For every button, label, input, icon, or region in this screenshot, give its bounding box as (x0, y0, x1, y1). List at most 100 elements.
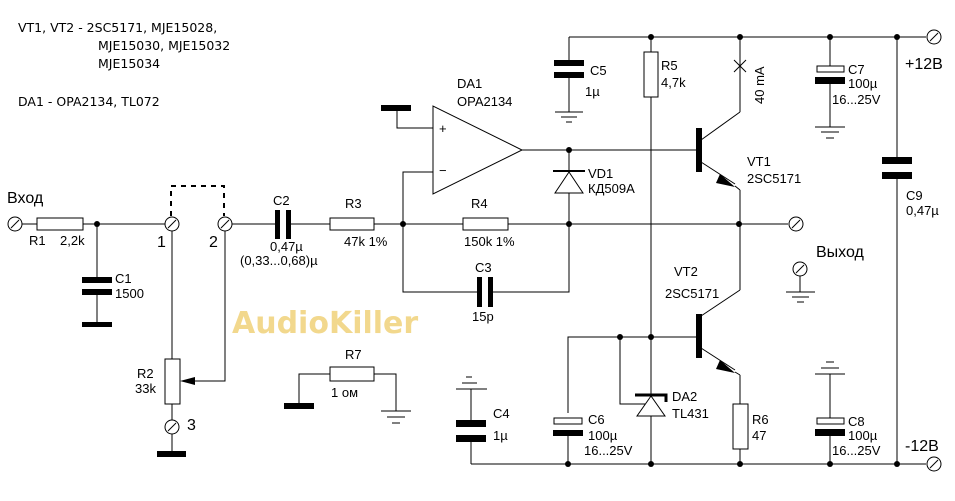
da2-value: TL431 (672, 406, 709, 421)
c2-ref: C2 (273, 193, 290, 208)
note-opamp: DA1 - OPA2134, TL072 (18, 94, 160, 109)
r2-ref: R2 (137, 366, 154, 381)
capacitor-c8-plus (816, 417, 845, 425)
r6-value: 47 (752, 428, 766, 443)
resistor-r1 (36, 217, 84, 231)
vt1-emitter-arrow-icon (716, 174, 735, 187)
capacitor-c2-plate2 (286, 210, 291, 239)
capacitor-c1-plate (82, 277, 112, 283)
capacitor-c6-minus (553, 430, 583, 436)
pin2-label: 2 (209, 234, 218, 251)
current-measure-cross-icon (733, 59, 747, 73)
capacitor-c3-plate2 (488, 277, 493, 307)
wiper-arrow-icon (180, 377, 195, 385)
plus-supply-terminal[interactable] (926, 29, 942, 45)
capacitor-c9-plate2 (882, 172, 912, 179)
vt2-ref: VT2 (674, 264, 698, 279)
resistor-r3 (329, 217, 375, 231)
r7-value: 1 ом (331, 385, 358, 400)
resistor-r5 (643, 51, 659, 98)
c3-ref: C3 (475, 260, 492, 275)
c3-value: 15p (472, 309, 494, 324)
vt1-value: 2SC5171 (747, 171, 801, 186)
c7-value: 100µ (848, 76, 878, 91)
capacitor-c8-minus (815, 429, 845, 436)
resistor-r6 (732, 403, 749, 450)
transistor-vt1-base (696, 128, 702, 172)
ground-output-icon (786, 291, 815, 303)
capacitor-c2-plate (275, 210, 280, 239)
c8-ref: C8 (848, 414, 865, 429)
ground-pin3 (157, 451, 186, 457)
potentiometer-r2 (164, 358, 181, 405)
c5-ref: C5 (590, 63, 607, 78)
c9-value: 0,47µ (906, 203, 939, 218)
terminal-1[interactable] (164, 216, 180, 232)
vd1-value: КД509А (588, 181, 635, 196)
capacitor-c7-plus (816, 65, 845, 73)
jumper-wire (170, 185, 225, 216)
note-transistors-1: VT1, VT2 - 2SC5171, MJE15028, (18, 20, 217, 35)
output-terminal[interactable] (788, 216, 804, 232)
capacitor-c9-plate (882, 157, 912, 164)
ground-c4-icon (456, 376, 487, 390)
terminal-3[interactable] (164, 419, 180, 435)
pin3-label: 3 (187, 417, 196, 434)
r5-value: 4,7k (661, 75, 686, 90)
resistor-r7 (329, 366, 375, 382)
vd1-ref: VD1 (588, 166, 613, 181)
watermark: AudioKiller (232, 306, 418, 341)
resistor-r4 (462, 217, 509, 231)
c6-value: 100µ (588, 428, 618, 443)
c1-ref: C1 (115, 271, 132, 286)
da1-ref: DA1 (457, 76, 482, 91)
c2-value: 0,47µ (270, 239, 303, 254)
vt2-value: 2SC5171 (665, 286, 719, 301)
da2-cathode-bar (635, 393, 668, 402)
plus-supply-label: +12В (905, 56, 943, 73)
vt1-ref: VT1 (747, 154, 771, 169)
input-label: Вход (7, 190, 44, 207)
c5-value: 1µ (585, 84, 600, 99)
r1-ref: R1 (29, 233, 46, 248)
ground-c1 (82, 322, 112, 327)
transistor-vt2-base (696, 314, 702, 358)
r5-ref: R5 (661, 58, 678, 73)
diode-vd1 (554, 171, 584, 194)
input-terminal[interactable] (7, 216, 23, 232)
c8-value: 100µ (848, 428, 878, 443)
capacitor-c3-plate (477, 277, 482, 307)
note-transistors-3: MJE15034 (98, 56, 160, 71)
c8-voltage: 16...25V (832, 443, 881, 458)
ground-c5-icon (555, 111, 583, 123)
r7-ref: R7 (345, 347, 362, 362)
ground-c8-icon (815, 361, 845, 375)
opamp-plus: + (439, 121, 447, 136)
c6-voltage: 16...25V (584, 443, 633, 458)
output-ground-terminal[interactable] (792, 261, 808, 277)
minus-supply-terminal[interactable] (926, 456, 942, 472)
da1-value: OPA2134 (457, 94, 512, 109)
ground-r7-left (284, 403, 314, 409)
capacitor-c1-plate2 (82, 289, 112, 295)
r4-ref: R4 (471, 196, 488, 211)
c4-ref: C4 (493, 406, 510, 421)
opamp-da1 (432, 105, 524, 195)
capacitor-c6-plus (553, 417, 583, 425)
capacitor-c5-plate (554, 60, 584, 66)
terminal-2[interactable] (217, 216, 233, 232)
ground-r7-icon (381, 410, 411, 424)
capacitor-c4-plate (456, 420, 486, 427)
vt2-emitter-arrow-icon (716, 360, 735, 373)
ground-opamp (381, 105, 411, 111)
r6-ref: R6 (752, 412, 769, 427)
c7-voltage: 16...25V (832, 92, 881, 107)
capacitor-c7-minus (815, 77, 845, 84)
note-transistors-2: MJE15030, MJE15032 (98, 38, 230, 53)
da2-ref: DA2 (672, 389, 697, 404)
c7-ref: C7 (848, 62, 865, 77)
current-annotation: 40 mA (752, 66, 767, 104)
c9-ref: C9 (906, 188, 923, 203)
r4-value: 150k 1% (464, 234, 515, 249)
